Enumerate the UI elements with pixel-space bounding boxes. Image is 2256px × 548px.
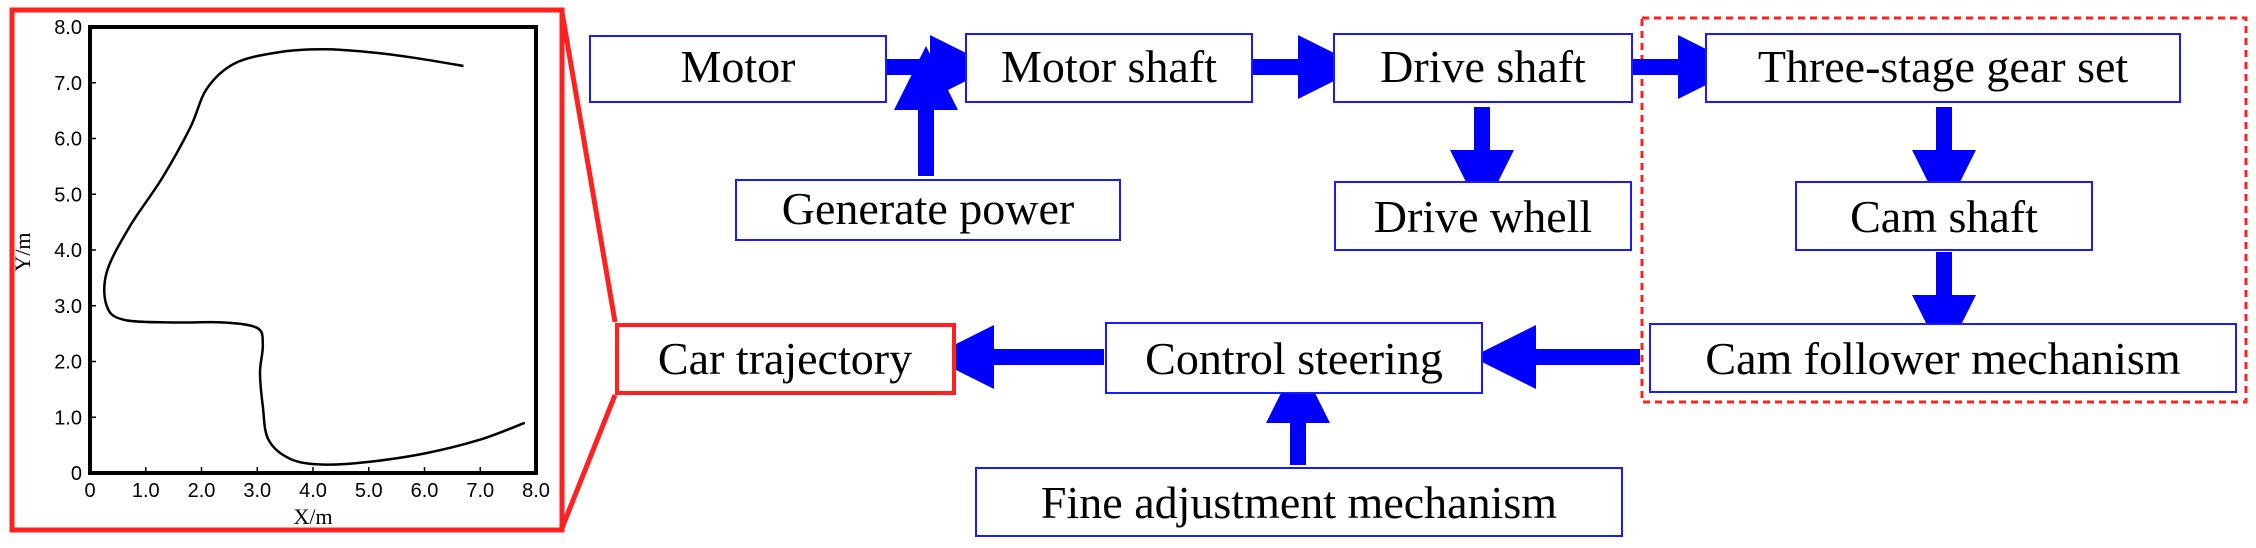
- x-tick-label: 6.0: [411, 480, 439, 502]
- node-control-steering: Control steering: [1105, 322, 1483, 394]
- y-tick-label: 3.0: [54, 296, 82, 318]
- node-car-trajectory-label: Car trajectory: [658, 333, 912, 384]
- node-cam-shaft-label: Cam shaft: [1850, 191, 2038, 242]
- callout-line-bottom: [559, 394, 618, 529]
- y-tick-label: 4.0: [54, 240, 82, 262]
- node-motor-label: Motor: [681, 41, 796, 92]
- x-tick-label: 1.0: [132, 480, 160, 502]
- y-tick-label: 1.0: [54, 407, 82, 429]
- x-axis-label: X/m: [293, 504, 332, 529]
- flow-arrows: [886, 35, 1976, 465]
- node-fine-adjustment: Fine adjustment mechanism: [975, 467, 1623, 537]
- node-gear-set-label: Three-stage gear set: [1758, 41, 2129, 92]
- x-tick-label: 5.0: [355, 480, 383, 502]
- node-fine-adjustment-label: Fine adjustment mechanism: [1041, 477, 1557, 528]
- node-motor: Motor: [589, 35, 887, 103]
- node-drive-shaft: Drive shaft: [1333, 33, 1633, 103]
- callout-line-top: [559, 11, 618, 323]
- y-axis-label: Y/m: [10, 232, 35, 271]
- plot-highlight-frame: [9, 7, 565, 533]
- x-tick-label: 8.0: [522, 480, 550, 502]
- y-tick-label: 2.0: [54, 352, 82, 374]
- node-control-steering-label: Control steering: [1145, 333, 1443, 384]
- x-tick-label: 0: [84, 480, 95, 502]
- x-tick-label: 3.0: [243, 480, 271, 502]
- x-tick-label: 7.0: [466, 480, 494, 502]
- node-generate-power-label: Generate power: [782, 183, 1074, 234]
- y-tick-label: 6.0: [54, 129, 82, 151]
- y-tick-label: 8.0: [54, 17, 82, 39]
- x-tick-label: 2.0: [188, 480, 216, 502]
- node-drive-wheel-label: Drive whell: [1374, 191, 1592, 242]
- node-generate-power: Generate power: [735, 179, 1121, 241]
- y-tick-label: 0: [71, 463, 82, 485]
- axis-ticks: 0 1.0 2.0 3.0 4.0 5.0 6.0 7.0 8.0 0 1.0 2.0 3.0 4.0 5.…: [54, 17, 550, 502]
- node-car-trajectory: Car trajectory: [615, 323, 956, 395]
- x-tick-label: 4.0: [299, 480, 327, 502]
- y-tick-label: 7.0: [54, 73, 82, 95]
- y-tick-label: 5.0: [54, 184, 82, 206]
- node-drive-wheel: Drive whell: [1334, 181, 1632, 251]
- node-cam-follower: Cam follower mechanism: [1649, 323, 2237, 393]
- cam-group-highlight: [1640, 16, 2248, 404]
- node-drive-shaft-label: Drive shaft: [1380, 41, 1586, 92]
- node-cam-shaft: Cam shaft: [1795, 181, 2093, 251]
- node-motor-shaft: Motor shaft: [965, 33, 1253, 103]
- trajectory-line: [103, 48, 526, 466]
- node-motor-shaft-label: Motor shaft: [1001, 41, 1217, 92]
- node-cam-follower-label: Cam follower mechanism: [1705, 333, 2180, 384]
- node-gear-set: Three-stage gear set: [1705, 33, 2181, 103]
